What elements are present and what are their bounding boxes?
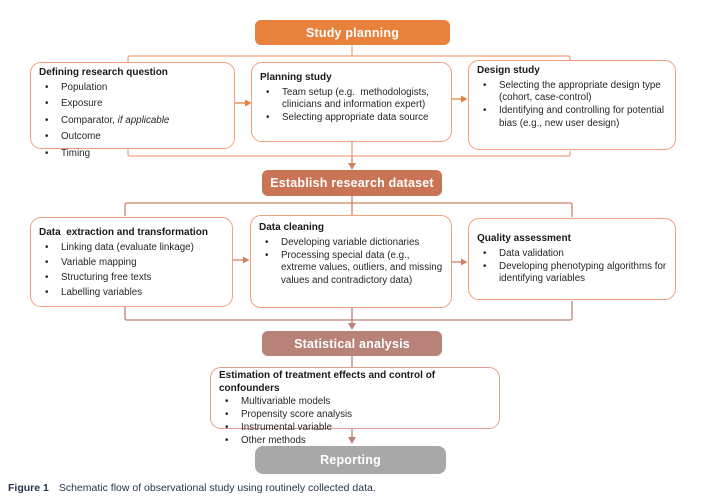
bullet-item: Comparator, if applicable [39,115,226,128]
bullet-item: Selecting appropriate data source [260,112,443,125]
bullet-list: Multivariable modelsPropensity score ana… [219,396,491,448]
bullet-item: Developing phenotyping algorithms for id… [477,261,667,286]
bullet-item: Processing special data (e.g., extreme v… [259,250,443,288]
bullet-list: Team setup (e.g. methodologists, clinici… [260,87,443,126]
figure-caption-label: Figure 1 [8,482,49,494]
box-title: Data extraction and transformation [39,227,208,238]
bullet-item: Multivariable models [219,396,491,409]
header-establish-research-dataset: Establish research dataset [262,170,442,196]
bullet-item: Selecting the appropriate design type (c… [477,80,667,105]
bullet-item: Outcome [39,131,226,144]
bullet-list: Data validationDeveloping phenotyping al… [477,248,667,287]
bullet-list: Selecting the appropriate design type (c… [477,80,667,131]
bullet-item: Team setup (e.g. methodologists, clinici… [260,87,443,112]
box-estimation-of-treatment-effects: Estimation of treatment effects and cont… [210,367,500,447]
box-data-cleaning: Data cleaning Developing variable dictio… [250,215,452,308]
box-data-extraction-and-transformation: Data extraction and transformation Linki… [30,217,233,307]
box-quality-assessment: Quality assessment Data validationDevelo… [468,218,676,300]
bullet-item: Identifying and controlling for potentia… [477,105,667,130]
box-title: Defining research question [39,67,168,78]
figure-caption-text: Schematic flow of observational study us… [58,482,376,494]
box-title: Estimation of treatment effects and cont… [219,370,438,394]
header-statistical-analysis: Statistical analysis [262,331,442,356]
bullet-item: Data validation [477,248,667,261]
bullet-item: Exposure [39,98,226,111]
box-design-study: Design study Selecting the appropriate d… [468,60,676,150]
box-title: Data cleaning [259,222,325,233]
header-reporting: Reporting [255,446,446,474]
bullet-item: Other methods [219,435,491,448]
bullet-item: Timing [39,148,226,161]
box-planning-study: Planning study Team setup (e.g. methodol… [251,62,452,142]
box-title: Planning study [260,72,332,83]
box-title: Design study [477,65,540,76]
bullet-item: Propensity score analysis [219,409,491,422]
header-study-planning: Study planning [255,20,450,45]
bullet-list: Developing variable dictionariesProcessi… [259,237,443,288]
bullet-item: Linking data (evaluate linkage) [39,242,224,255]
bullet-item: Population [39,82,226,95]
box-defining-research-question: Defining research question PopulationExp… [30,62,235,160]
figure-caption: Figure 1 Schematic flow of observational … [8,482,376,494]
bullet-list: PopulationExposureComparator, if applica… [39,82,226,165]
bullet-item: Instrumental variable [219,422,491,435]
bullet-item: Developing variable dictionaries [259,237,443,250]
bullet-list: Linking data (evaluate linkage) Variable … [39,242,224,302]
box-title: Quality assessment [477,233,571,244]
bullet-item: Variable mapping [39,257,224,270]
bullet-item: Labelling variables [39,287,224,300]
bullet-item: Structuring free texts [39,272,224,285]
